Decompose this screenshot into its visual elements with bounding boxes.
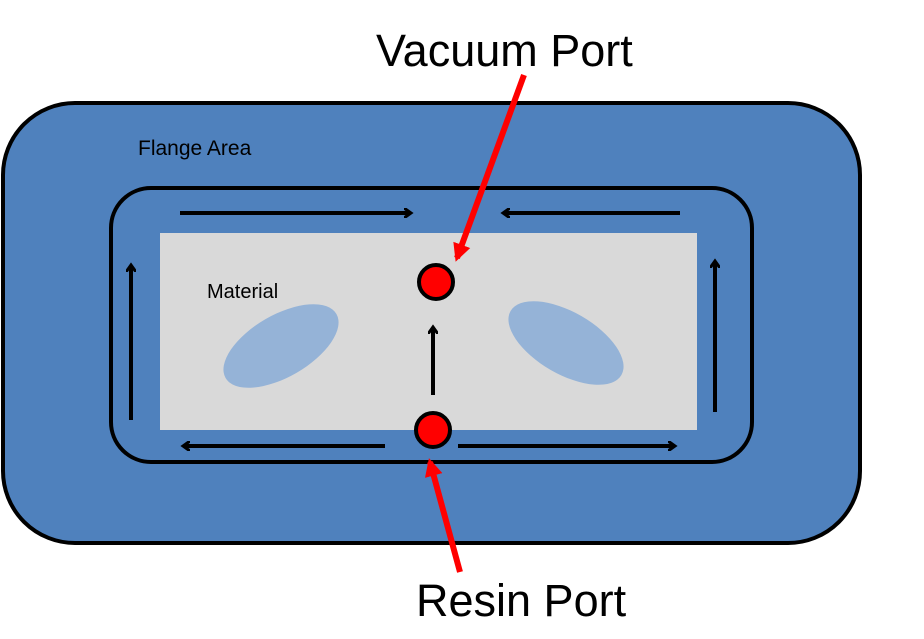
left-ellipse [223,304,339,388]
vacuum-pointer-arrow [453,73,527,262]
flange-area-label: Flange Area [138,137,252,160]
flow-arrows [131,213,715,446]
vacuum-port-label: Vacuum Port [376,25,633,76]
right-ellipse [508,301,624,385]
vacuum-port [417,263,455,301]
resin-pointer-arrow [425,458,463,573]
material-area [160,233,697,430]
resin-port [414,411,452,449]
material-label: Material [207,281,278,303]
resin-port-label: Resin Port [416,575,627,626]
